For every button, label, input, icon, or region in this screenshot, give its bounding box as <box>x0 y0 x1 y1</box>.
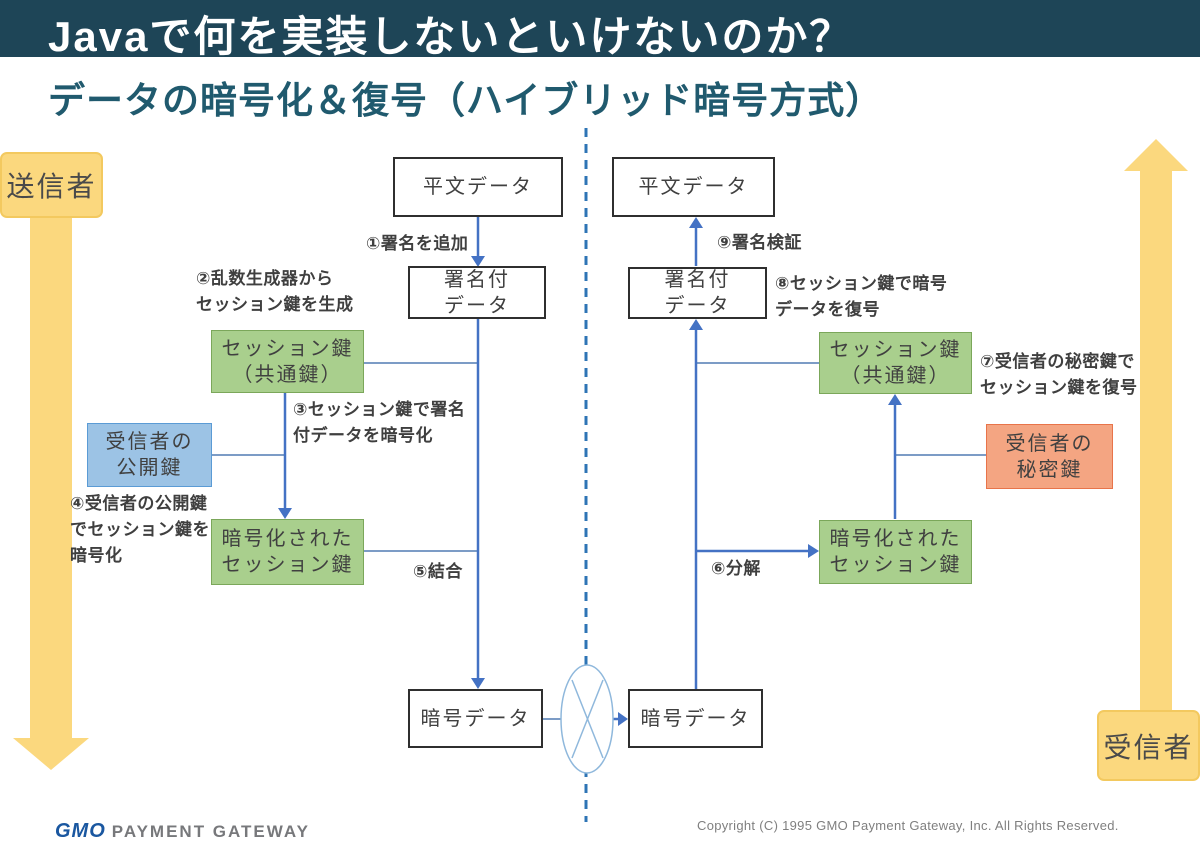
box-signed-data-receiver: 署名付 データ <box>628 267 767 319</box>
title-banner: Javaで何を実装しないといけないのか？ <box>0 0 1200 60</box>
company-logo: GMO PAYMENT GATEWAY <box>55 820 310 843</box>
box-receiver-public-key: 受信者の 公開鍵 <box>87 423 212 487</box>
receiver-arrow-up-icon <box>1124 139 1188 171</box>
step-6-split: ⑥分解 <box>711 559 761 578</box>
receiver-arrow-shaft <box>1140 168 1172 713</box>
step-9-verify-signature: ⑨署名検証 <box>717 233 802 252</box>
box-plaintext-receiver: 平文データ <box>612 157 775 217</box>
sender-arrow-down-icon <box>13 738 89 770</box>
box-cipher-data-sender: 暗号データ <box>408 689 543 748</box>
step-2-generate-session-key: ②乱数生成器から セッション鍵を生成 <box>196 269 354 314</box>
step-8-decrypt-cipher-data: ⑧セッション鍵で暗号 データを復号 <box>775 274 948 319</box>
sender-actor-label: 送信者 <box>0 152 103 218</box>
step-1-add-signature: ①署名を追加 <box>366 234 469 253</box>
thin-connectors <box>212 362 986 720</box>
box-cipher-data-receiver: 暗号データ <box>628 689 763 748</box>
network-channel-icon <box>560 664 614 774</box>
step-5-combine: ⑤結合 <box>413 562 463 581</box>
copyright-notice: Copyright (C) 1995 GMO Payment Gateway, … <box>697 818 1119 833</box>
logo-gmo-text: GMO <box>55 820 106 842</box>
flow-arrows <box>278 217 902 726</box>
box-session-key-receiver: セッション鍵 （共通鍵） <box>819 332 972 394</box>
logo-payment-gateway-text: PAYMENT GATEWAY <box>111 822 310 841</box>
page-title: Javaで何を実装しないといけないのか？ <box>48 13 854 60</box>
receiver-actor-label: 受信者 <box>1097 710 1200 781</box>
box-plaintext-sender: 平文データ <box>393 157 563 217</box>
step-4-encrypt-session-key: ④受信者の公開鍵 でセッション鍵を 暗号化 <box>70 494 210 565</box>
box-encrypted-session-key-receiver: 暗号化された セッション鍵 <box>819 520 972 584</box>
box-signed-data-sender: 署名付 データ <box>408 266 546 319</box>
box-encrypted-session-key-sender: 暗号化された セッション鍵 <box>211 519 364 585</box>
slide-subtitle: データの暗号化＆復号（ハイブリッド暗号方式） <box>48 80 884 121</box>
sender-arrow-shaft <box>30 214 72 738</box>
box-session-key-sender: セッション鍵 （共通鍵） <box>211 330 364 393</box>
box-receiver-private-key: 受信者の 秘密鍵 <box>986 424 1113 489</box>
step-7-decrypt-session-key: ⑦受信者の秘密鍵で セッション鍵を復号 <box>980 352 1138 397</box>
step-3-encrypt-signed-data: ③セッション鍵で署名 付データを暗号化 <box>293 400 466 445</box>
